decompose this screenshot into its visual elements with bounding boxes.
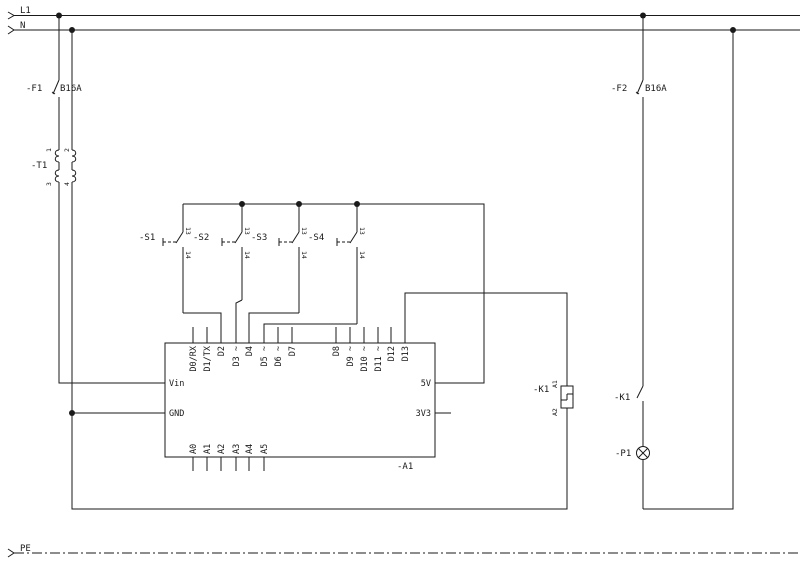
switch-s2-pin-13: 13 [243, 227, 251, 235]
wire-vin [58, 182, 165, 384]
rail-pe: PE [7, 544, 800, 558]
rail-n-label: N [20, 21, 25, 31]
relay-pin-a1: A1 [551, 380, 559, 388]
wire-gnd-return [71, 408, 568, 510]
pin-label-d10: D10 ~ [360, 346, 370, 372]
switch-s3-tag: -S3 [251, 233, 267, 243]
controller-a1: D0/RX D1/TX D2 D3 ~D4 D5 ~ D6 ~ D7 D8 D9 ~ D10 ~ D… [164, 327, 451, 472]
pin-gnd-label: GND [169, 409, 184, 419]
switch-s1-pin-13: 13 [184, 227, 192, 235]
pin-vin-label: Vin [169, 379, 184, 389]
breaker-f2-rating: B16A [645, 84, 667, 94]
contact-k1-tag: -K1 [614, 393, 630, 403]
switch-s2-pin-14: 14 [243, 251, 251, 259]
lamp-p1-tag: -P1 [615, 449, 631, 459]
wire-s1-d2 [183, 312, 222, 343]
lamp-p1: -P1 [615, 446, 650, 509]
breaker-f2: -F2 B16A [611, 15, 667, 386]
pin-label-d3: D3 ~ [232, 346, 242, 366]
pin-label-d0-rx: D0/RX [189, 345, 199, 371]
transformer-pin-2: 2 [63, 148, 71, 152]
switch-s3-pin-13: 13 [300, 227, 308, 235]
transformer-pin-4: 4 [63, 182, 71, 186]
pin-label-a1: A1 [203, 444, 213, 454]
breaker-f2-tag: -F2 [611, 84, 627, 94]
controller-a1-tag: -A1 [397, 462, 413, 472]
transformer-t1-tag: -T1 [31, 161, 47, 171]
relay-coil-k1-tag: -K1 [533, 385, 549, 395]
controller-top-pin-stubs [192, 327, 406, 343]
pin-label-a2: A2 [217, 444, 227, 454]
pin-label-d12: D12 [387, 346, 397, 361]
pin-label-a0: A0 [189, 444, 199, 454]
transformer-t1: -T1 1 2 3 4 [31, 148, 77, 186]
pin-label-d13: D13 [401, 346, 411, 361]
rail-pe-label: PE [20, 544, 31, 554]
rail-l1-label: L1 [20, 6, 31, 16]
wire-s2-d3 [235, 299, 243, 343]
pin-label-d4: D4 [245, 346, 255, 356]
pin-label-d9: D9 ~ [346, 346, 356, 366]
transformer-pin-3: 3 [45, 182, 53, 186]
pin-label-a3: A3 [232, 444, 242, 454]
switch-s4-tag: -S4 [308, 233, 324, 243]
pin-3v3-label: 3V3 [416, 409, 431, 419]
switch-s1-tag: -S1 [139, 233, 155, 243]
pin-5v-label: 5V [421, 379, 431, 389]
pin-label-d11: D11 ~ [374, 346, 384, 372]
controller-top-pin-labels: D0/RX D1/TX D2 D3 ~D4 D5 ~ D6 ~ D7 D8 D9 ~ D10 ~ D… [189, 345, 411, 371]
pin-label-a4: A4 [245, 444, 255, 454]
pin-label-d7: D7 [288, 346, 298, 356]
pin-label-d8: D8 [332, 346, 342, 356]
pin-label-d1-tx: D1/TX [203, 345, 213, 371]
pin-label-a5: A5 [260, 444, 270, 454]
switch-s1-pin-14: 14 [184, 251, 192, 259]
transformer-pin-1: 1 [45, 148, 53, 152]
rail-n: N [7, 21, 800, 35]
breaker-f1-rating: B16A [60, 84, 82, 94]
switch-s4: -S4 13 14 [308, 204, 366, 324]
controller-bottom-pin-stubs [192, 457, 265, 471]
rail-l1: L1 [7, 6, 800, 20]
contact-k1: -K1 [614, 385, 644, 446]
pin-label-d6: D6 ~ [274, 346, 284, 366]
wire-gnd [71, 182, 165, 414]
pin-label-d5: D5 ~ [260, 346, 270, 366]
breaker-f1-tag: -F1 [26, 84, 42, 94]
switch-s4-pin-14: 14 [358, 251, 366, 259]
wire-lamp-neutral [643, 30, 734, 510]
pin-label-d2: D2 [217, 346, 227, 356]
switch-s2: -S2 13 14 [193, 204, 251, 300]
breaker-f1: -F1 B16A [26, 15, 82, 150]
relay-coil-k1: -K1 A1 A2 [533, 380, 574, 416]
switch-s3: -S3 13 14 [251, 204, 308, 313]
switch-s4-pin-13: 13 [358, 227, 366, 235]
switch-s1: -S1 13 14 [139, 204, 192, 313]
relay-pin-a2: A2 [551, 408, 559, 416]
switch-s3-pin-14: 14 [300, 251, 308, 259]
wire-d13-relay [404, 292, 568, 386]
switch-s2-tag: -S2 [193, 233, 209, 243]
